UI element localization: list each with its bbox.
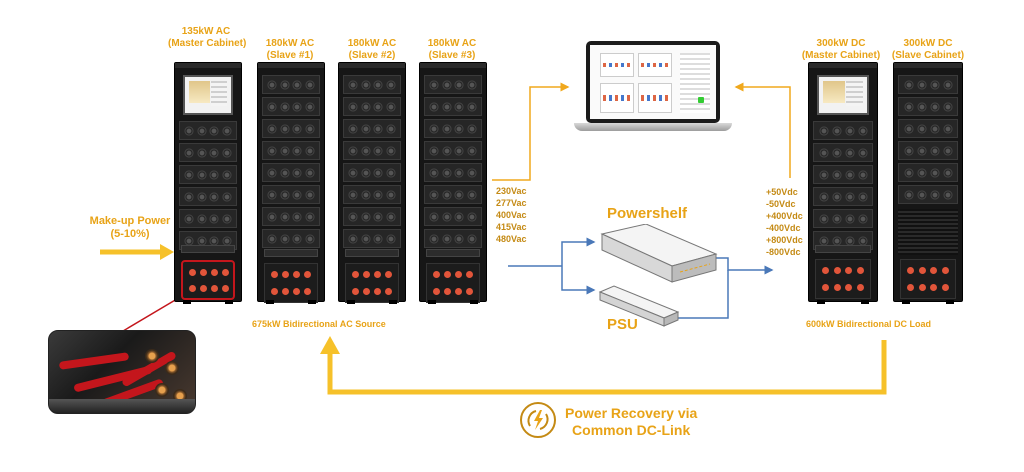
lightning-recycle-icon bbox=[520, 402, 556, 438]
dut-split-top bbox=[561, 237, 596, 266]
label-ac-slave1: 180kW AC(Slave #1) bbox=[265, 38, 315, 61]
touchscreen bbox=[183, 75, 233, 115]
recovery-loop bbox=[327, 340, 887, 395]
ac-slave2-cabinet bbox=[338, 62, 406, 304]
terminal-closeup-photo bbox=[48, 330, 196, 414]
psu-label: PSU bbox=[607, 316, 638, 333]
dc-voltage-list: +50Vdc-50Vdc+400Vdc-400Vdc+800Vdc-800Vdc bbox=[766, 187, 803, 257]
dc-master-cabinet bbox=[808, 62, 878, 304]
powershelf-label: Powershelf bbox=[607, 205, 688, 222]
dc-slave-cabinet bbox=[893, 62, 963, 304]
ac-slave3-cabinet bbox=[419, 62, 487, 304]
dc-to-laptop-line bbox=[734, 82, 791, 178]
powershelf-unit bbox=[600, 224, 718, 283]
dut-merge-top bbox=[708, 257, 774, 275]
output-terminals bbox=[181, 260, 235, 300]
dut-split-bottom bbox=[561, 266, 596, 295]
makeup-power-label: Make-up Power(5-10%) bbox=[89, 215, 171, 240]
label-dc-slave: 300kW DC(Slave Cabinet) bbox=[891, 38, 965, 61]
dut-merge-bottom bbox=[676, 270, 729, 319]
recovery-arrowhead bbox=[320, 336, 340, 354]
psu-unit bbox=[598, 285, 680, 327]
label-ac-master: 135kW AC(Master Cabinet) bbox=[168, 26, 247, 49]
zoom-callout-line bbox=[117, 295, 183, 335]
dc-load-caption: 600kW Bidirectional DC Load bbox=[806, 319, 932, 329]
label-ac-slave3: 180kW AC(Slave #3) bbox=[427, 38, 477, 61]
ac-to-laptop-line bbox=[492, 82, 570, 181]
laptop-control-pc bbox=[574, 41, 732, 133]
ac-master-cabinet bbox=[174, 62, 242, 304]
label-dc-master: 300kW DC(Master Cabinet) bbox=[801, 38, 881, 61]
ac-source-caption: 675kW Bidirectional AC Source bbox=[252, 319, 386, 329]
ac-slave1-cabinet bbox=[257, 62, 325, 304]
label-ac-slave2: 180kW AC(Slave #2) bbox=[347, 38, 397, 61]
laptop-screen bbox=[590, 45, 716, 119]
